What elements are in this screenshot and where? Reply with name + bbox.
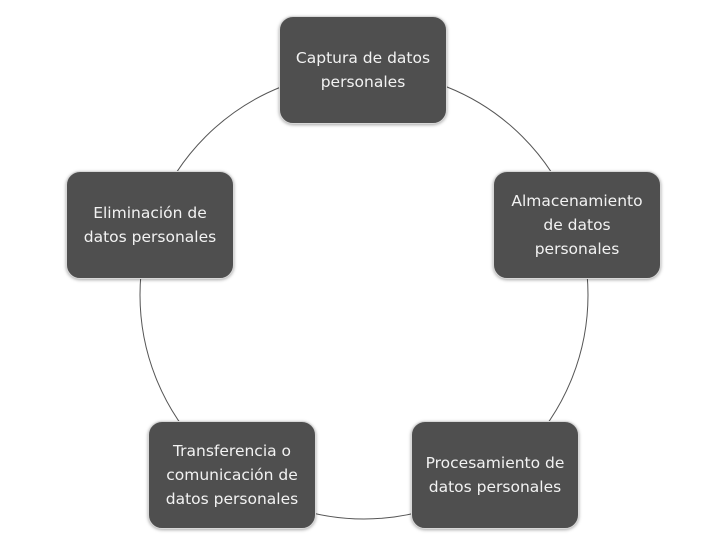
node-label: Transferencia o comunicación de datos pe… bbox=[165, 442, 299, 508]
node-storage: Almacenamiento de datos personales bbox=[493, 171, 661, 279]
node-processing: Procesamiento de datos personales bbox=[411, 421, 579, 529]
node-label: Captura de datos personales bbox=[295, 49, 431, 91]
node-transfer: Transferencia o comunicación de datos pe… bbox=[148, 421, 316, 529]
node-label: Eliminación de datos personales bbox=[83, 204, 217, 246]
node-label: Almacenamiento de datos personales bbox=[511, 192, 643, 258]
node-deletion: Eliminación de datos personales bbox=[66, 171, 234, 279]
node-label: Procesamiento de datos personales bbox=[425, 454, 565, 496]
node-capture: Captura de datos personales bbox=[279, 16, 447, 124]
